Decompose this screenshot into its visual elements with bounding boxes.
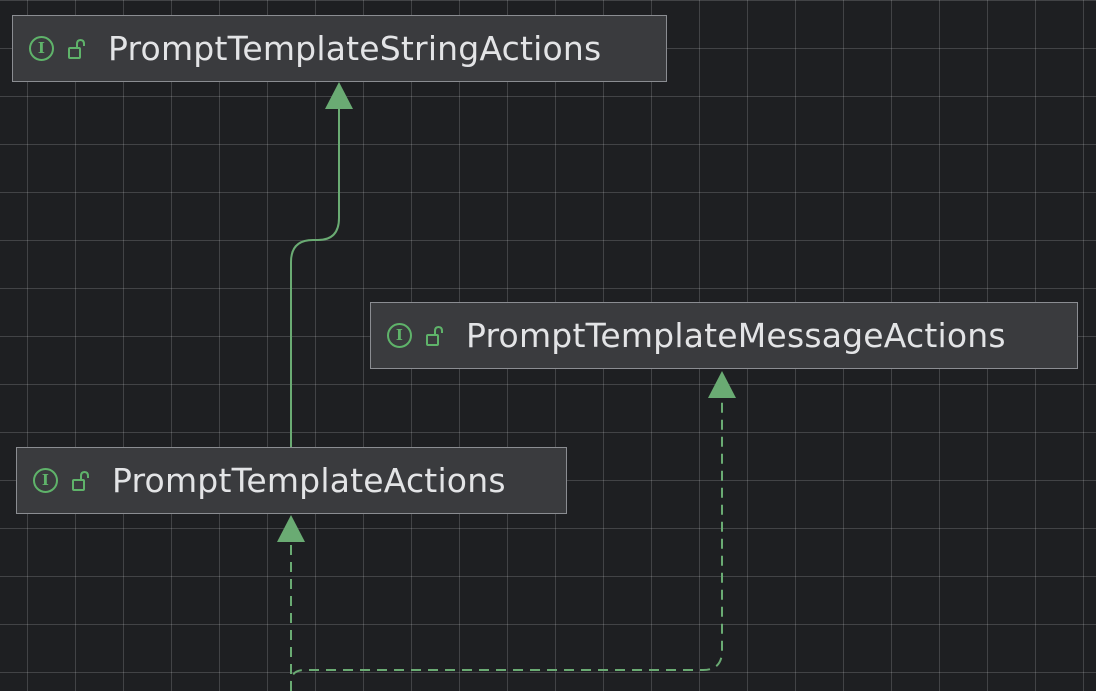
node-prompt-template-actions[interactable]: I PromptTemplateActions [16, 447, 567, 514]
node-prompt-template-message-actions[interactable]: I PromptTemplateMessageActions [370, 302, 1078, 369]
interface-icon: I [387, 323, 412, 348]
node-label: PromptTemplateActions [112, 461, 506, 500]
unlocked-icon [68, 38, 85, 59]
node-prompt-template-string-actions[interactable]: I PromptTemplateStringActions [12, 15, 667, 82]
edge-actions-to-string [290, 108, 340, 447]
interface-icon: I [33, 468, 58, 493]
edge-offscreen-to-message [290, 398, 723, 691]
arrowhead-string [325, 82, 353, 109]
node-label: PromptTemplateStringActions [108, 29, 602, 68]
interface-icon: I [29, 36, 54, 61]
unlocked-icon [72, 470, 89, 491]
arrowhead-actions [277, 515, 305, 542]
node-label: PromptTemplateMessageActions [466, 316, 1006, 355]
arrowhead-message [708, 371, 736, 398]
unlocked-icon [426, 325, 443, 346]
